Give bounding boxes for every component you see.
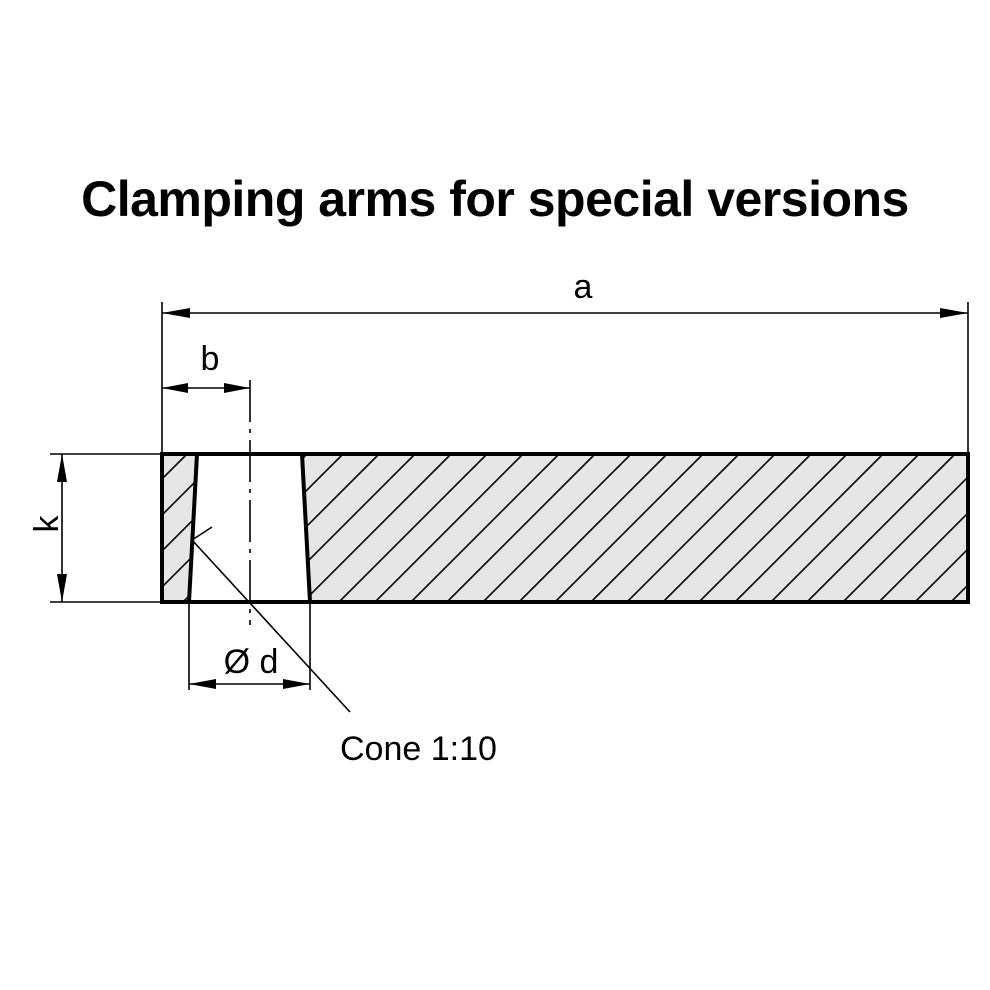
dimension-k xyxy=(50,453,160,603)
dimension-a xyxy=(161,302,969,452)
hatching-left xyxy=(3,455,197,602)
hatch-line xyxy=(770,455,919,602)
hatch-line xyxy=(554,455,703,602)
hatch-line xyxy=(662,455,811,602)
dimension-b xyxy=(162,383,250,393)
dimension-k-label: k xyxy=(28,515,66,533)
hatch-line xyxy=(302,455,451,602)
hatch-line xyxy=(734,455,883,602)
hatch-line xyxy=(162,455,197,602)
hatch-line xyxy=(162,455,197,602)
dimension-d-label: Ø d xyxy=(224,643,279,681)
part-outline xyxy=(160,452,970,604)
hatch-line xyxy=(698,455,847,602)
hatch-line xyxy=(518,455,667,602)
hatch-line xyxy=(3,455,150,602)
hatch-line xyxy=(338,455,487,602)
hatch-line xyxy=(374,455,523,602)
dimension-b-label: b xyxy=(201,340,220,378)
hatch-line xyxy=(302,455,343,602)
hatch-line xyxy=(482,455,631,602)
hatch-line xyxy=(410,455,559,602)
cone-label: Cone 1:10 xyxy=(340,730,497,768)
hatch-line xyxy=(446,455,595,602)
section-right-fill xyxy=(302,455,968,602)
cone-leader xyxy=(191,526,351,713)
hatch-line xyxy=(302,455,415,602)
hatch-line xyxy=(914,455,968,602)
section-left-fill xyxy=(162,455,197,602)
dimension-d xyxy=(188,604,311,690)
diagram-title: Clamping arms for special versions xyxy=(81,171,909,227)
hatch-line xyxy=(878,455,968,602)
dimension-a-label: a xyxy=(574,268,593,306)
hatch-line xyxy=(626,455,775,602)
hatching-right xyxy=(302,455,968,602)
hatch-line xyxy=(162,455,197,602)
hatch-line xyxy=(806,455,955,602)
hatch-line xyxy=(842,455,968,602)
hatch-line xyxy=(590,455,739,602)
